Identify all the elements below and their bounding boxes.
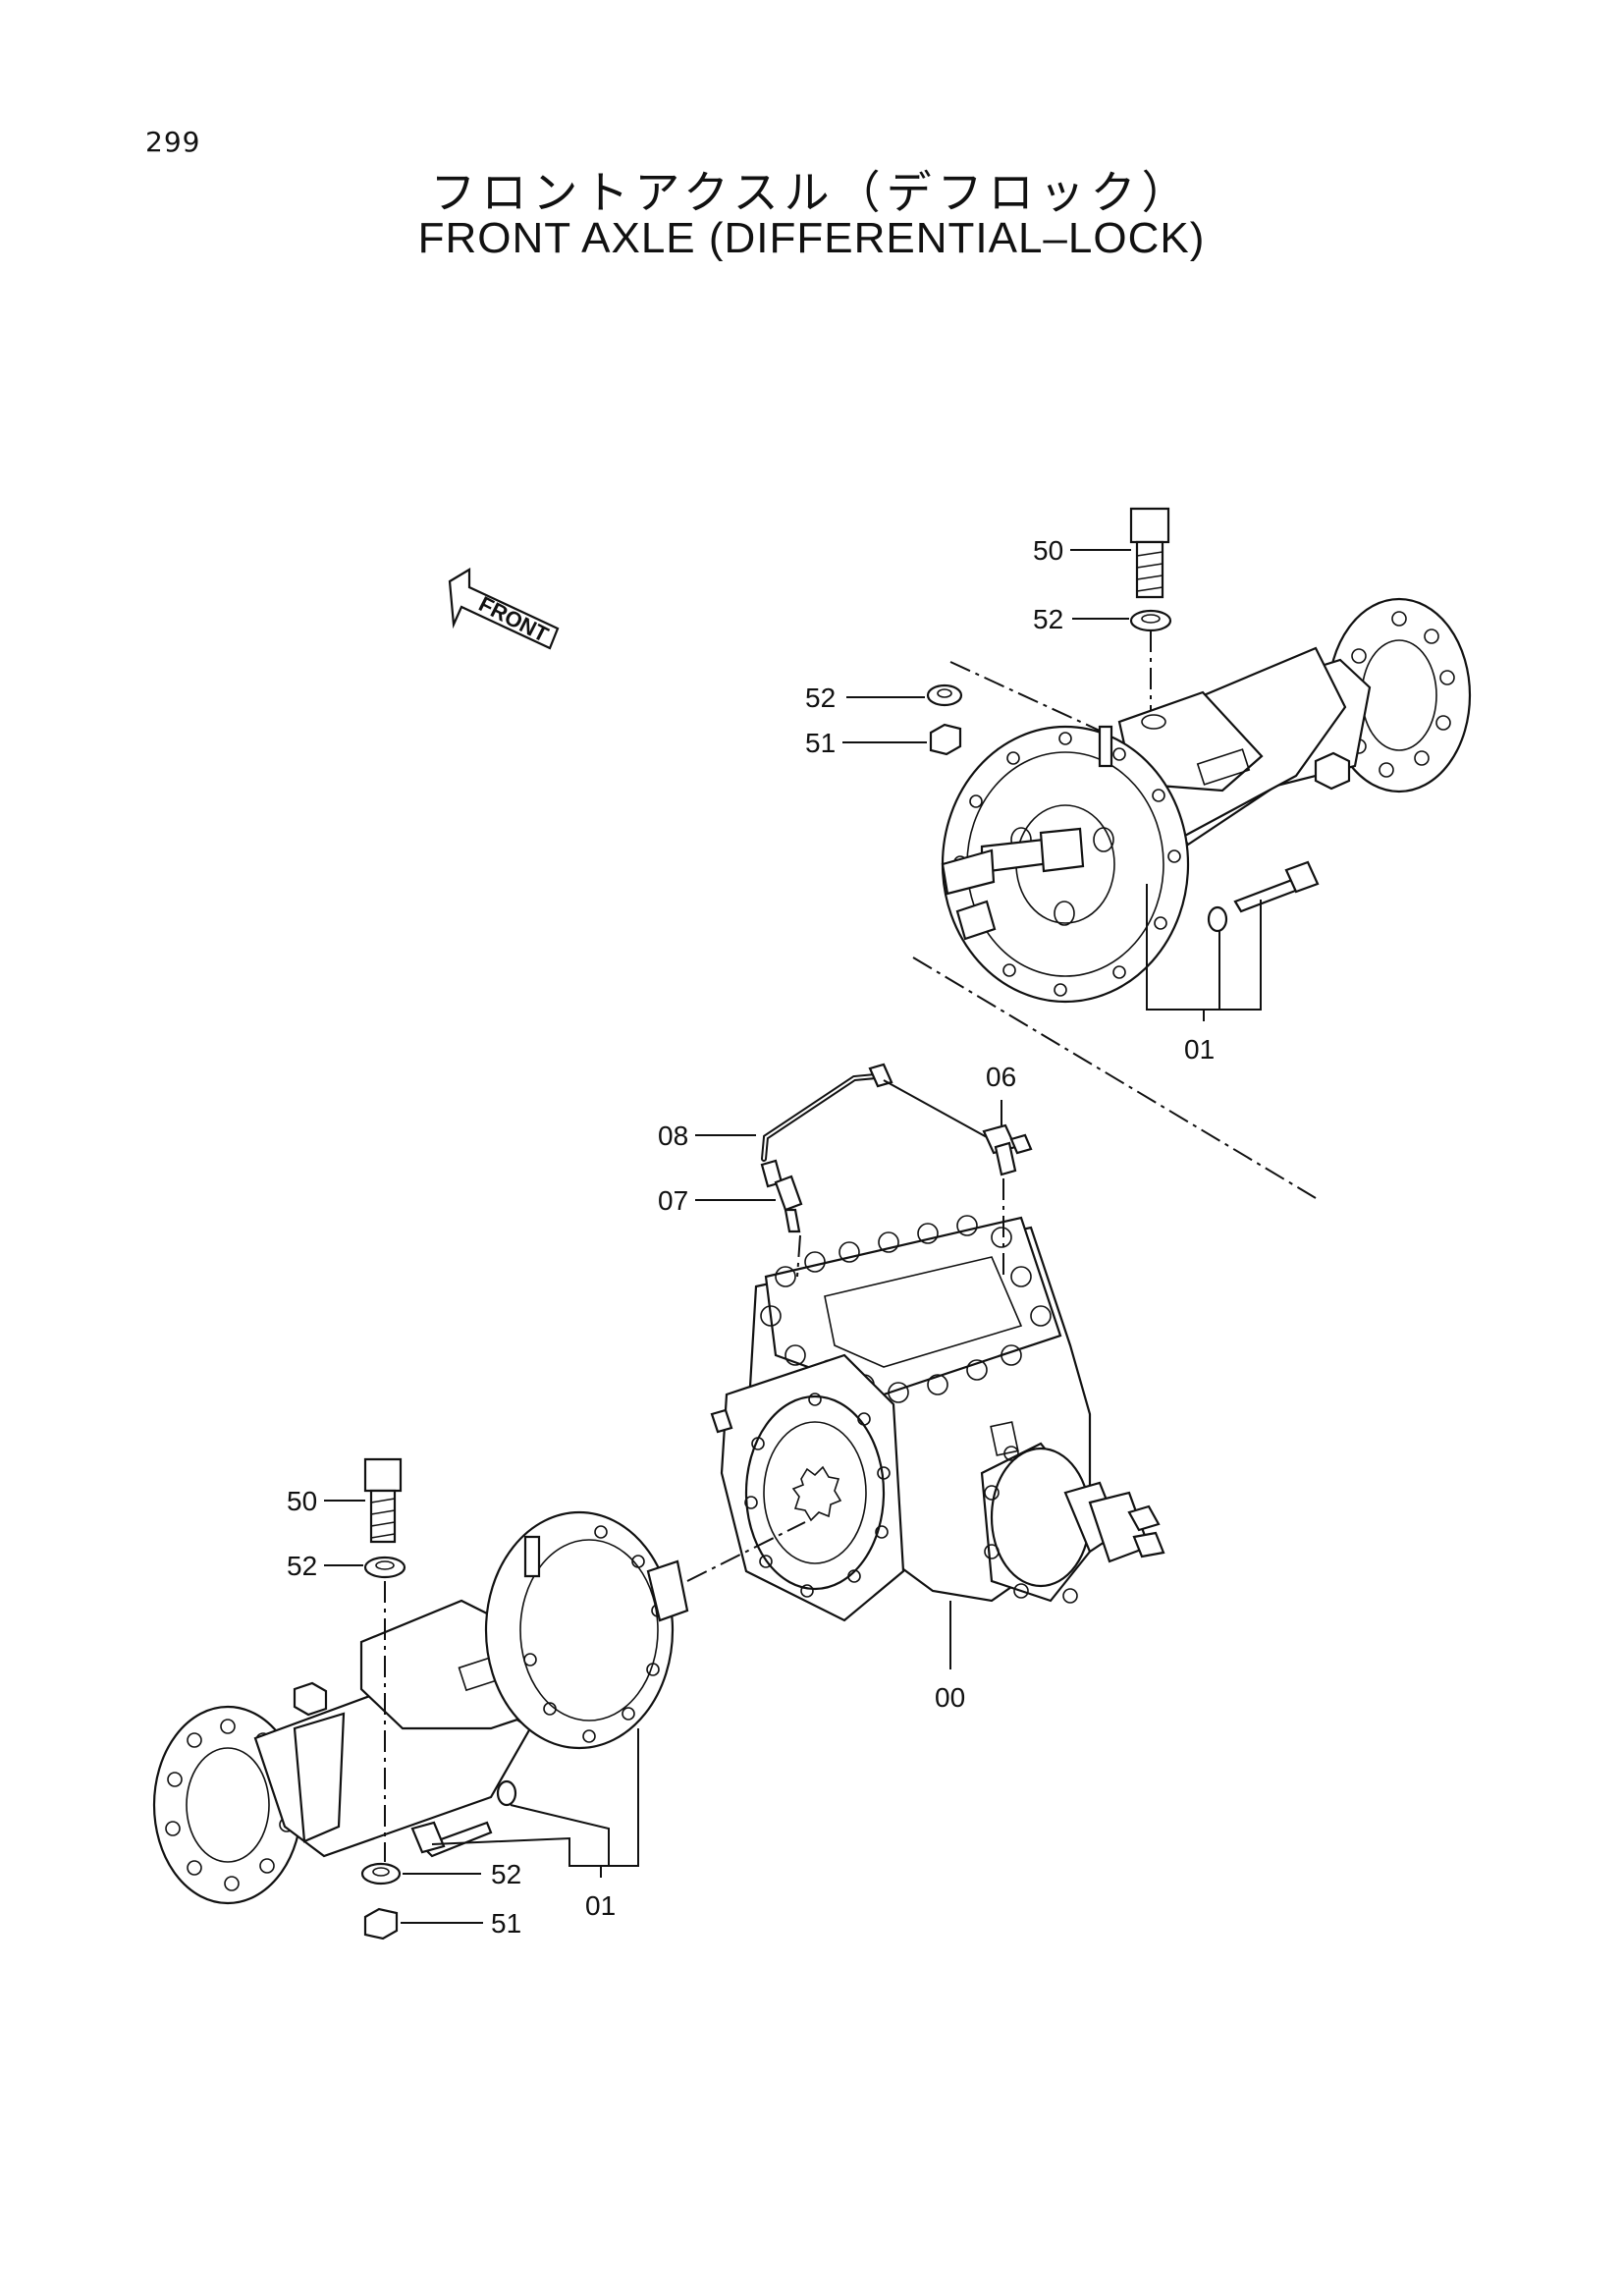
- tee-fitting-06: [883, 1079, 1033, 1176]
- callout-01-top: 01: [1184, 1034, 1215, 1065]
- bolt-50-top: [1129, 507, 1170, 599]
- differential-carrier-00: [710, 1215, 1165, 1622]
- callout-07: 07: [658, 1185, 688, 1216]
- callout-51-bottom: 51: [491, 1908, 521, 1939]
- title-japanese: フロントアクスル（デフロック）: [430, 166, 1193, 219]
- callout-52-bottom-nut: 52: [491, 1859, 521, 1889]
- axle-housing-left: [152, 1510, 689, 1905]
- title-english: FRONT AXLE (DIFFERENTIAL–LOCK): [417, 214, 1206, 262]
- front-direction-arrow: FRONT: [448, 568, 560, 650]
- callout-52-bottom-bolt: 52: [287, 1551, 317, 1581]
- callout-52-top-bolt: 52: [1033, 604, 1063, 634]
- callout-50-top: 50: [1033, 535, 1063, 566]
- washer-52-lower: [360, 1862, 402, 1886]
- axle-housing-right: [941, 597, 1472, 1004]
- callout-00: 00: [935, 1682, 965, 1713]
- callout-50-bottom: 50: [287, 1486, 317, 1516]
- page-number: 299: [145, 126, 201, 158]
- callout-52-top-nut: 52: [805, 683, 836, 713]
- stud-pin-top: [1098, 725, 1113, 768]
- washer-52-top: [1129, 609, 1172, 632]
- callout-08: 08: [658, 1121, 688, 1151]
- callout-01-bottom: 01: [585, 1890, 616, 1921]
- washer-52-upper-left: [926, 683, 963, 707]
- connector-07: [760, 1159, 803, 1233]
- lock-pipe-08: [761, 1063, 893, 1162]
- callout-51-top: 51: [805, 728, 836, 758]
- side-bolt-01-top: [1207, 860, 1320, 933]
- nut-51-lower: [363, 1907, 399, 1941]
- side-bolt-01-bottom: [410, 1779, 517, 1858]
- washer-52-bottom: [363, 1556, 406, 1579]
- bolt-50-bottom: [363, 1457, 403, 1544]
- callout-06: 06: [986, 1062, 1016, 1092]
- nut-51-upper-left: [929, 723, 962, 756]
